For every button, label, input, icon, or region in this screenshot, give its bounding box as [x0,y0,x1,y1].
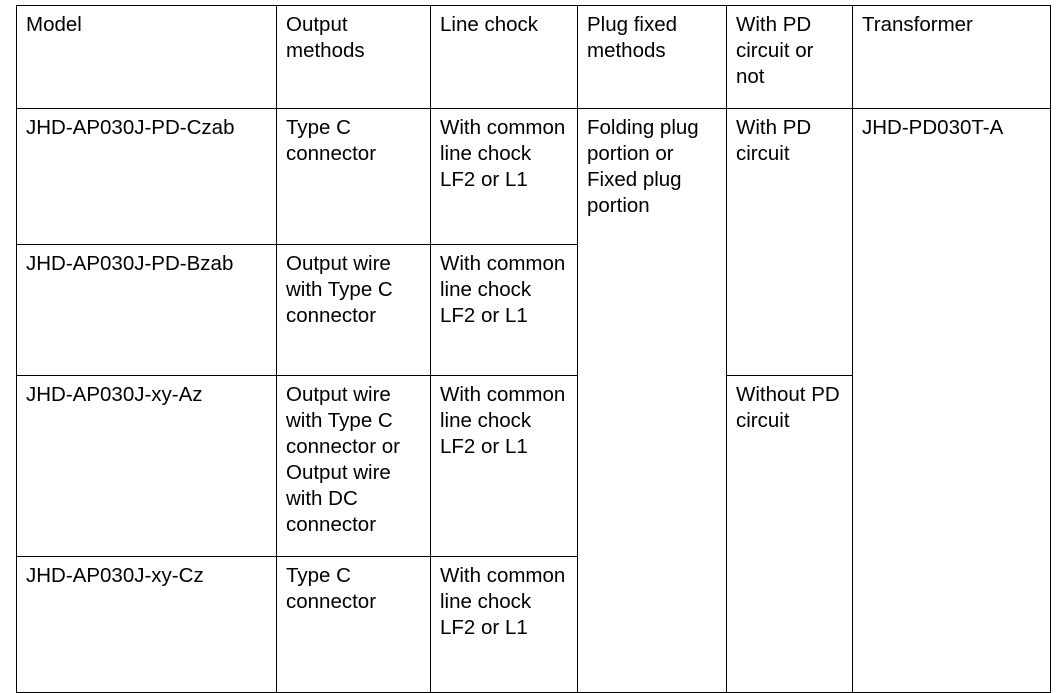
table-row: JHD-AP030J-PD-Czab Type C connector With… [16,108,1051,693]
column-header-output: Output methods [276,5,431,109]
cell-model-2: JHD-AP030J-PD-Bzab [16,244,277,376]
model-specification-table: Model Output methods Line chock Plug fix… [16,5,1051,693]
column-header-pd: With PD circuit or not [726,5,853,109]
cell-output-1: Type C connector [276,108,431,245]
cell-chock-4: With common line chock LF2 or L1 [430,556,578,693]
cell-output-4: Type C connector [276,556,431,693]
column-header-model: Model [16,5,277,109]
cell-pd-without: Without PD circuit [726,375,853,693]
cell-output-2: Output wire with Type C connector [276,244,431,376]
cell-plug-merged: Folding plug portion or Fixed plug porti… [577,108,727,693]
page-canvas: Model Output methods Line chock Plug fix… [16,5,1051,693]
cell-model-3: JHD-AP030J-xy-Az [16,375,277,557]
cell-chock-3: With common line chock LF2 or L1 [430,375,578,557]
cell-transformer-merged: JHD-PD030T-A [852,108,1051,693]
cell-chock-2: With common line chock LF2 or L1 [430,244,578,376]
cell-model-4: JHD-AP030J-xy-Cz [16,556,277,693]
cell-model-1: JHD-AP030J-PD-Czab [16,108,277,245]
table-header-row: Model Output methods Line chock Plug fix… [16,5,1051,109]
column-header-transformer: Transformer [852,5,1051,109]
cell-chock-1: With common line chock LF2 or L1 [430,108,578,245]
cell-output-3: Output wire with Type C connector or Out… [276,375,431,557]
column-header-chock: Line chock [430,5,578,109]
cell-pd-with: With PD circuit [726,108,853,376]
column-header-plug: Plug fixed methods [577,5,727,109]
table-row: JHD-AP030J-PD-Bzab Output wire with Type… [16,244,1051,376]
table-row: JHD-AP030J-xy-Az Output wire with Type C… [16,375,1051,693]
